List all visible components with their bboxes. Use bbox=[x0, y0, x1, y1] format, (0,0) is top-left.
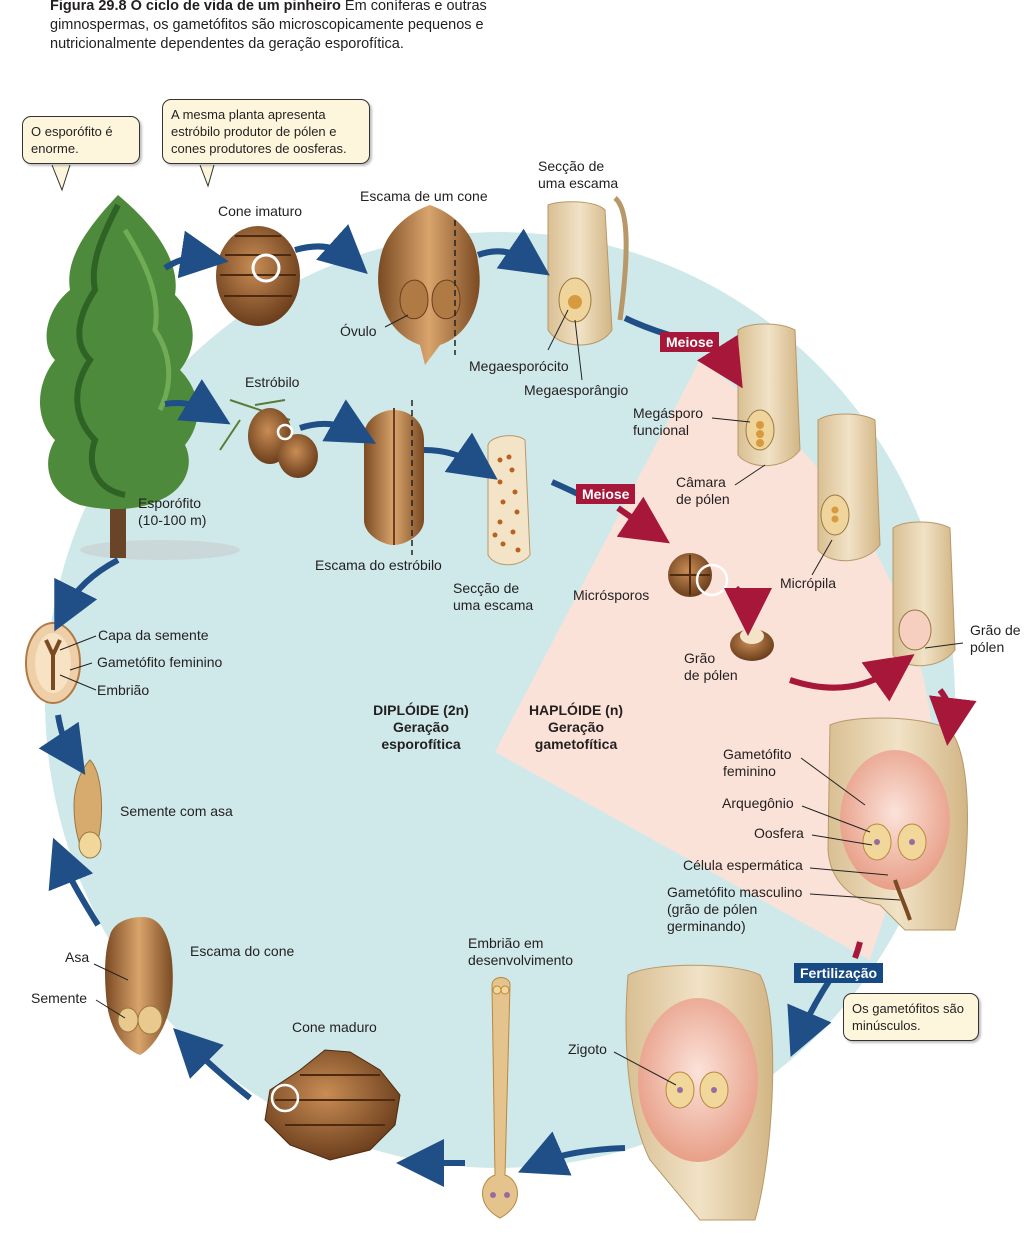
label-functional-megaspore: Megásporo funcional bbox=[633, 405, 703, 439]
figure-caption: Figura 29.8 O ciclo de vida de um pinhei… bbox=[50, 0, 570, 54]
strobilus-scale bbox=[363, 400, 424, 555]
label-archegonium: Arquegônio bbox=[722, 795, 794, 811]
label-sperm-cell: Célula espermática bbox=[683, 857, 803, 873]
label-male-gametophyte: Gametófito masculino (grão de pólen germ… bbox=[667, 884, 802, 935]
label-developing-embryo: Embrião em desenvolvimento bbox=[468, 935, 573, 969]
label-line: Secção de bbox=[453, 580, 520, 596]
label-scale-section-bottom: Secção de uma escama bbox=[453, 580, 533, 614]
label-line: feminino bbox=[723, 763, 776, 779]
phase-line: Geração bbox=[392, 719, 450, 735]
bubble-line: cones produtores de oosferas. bbox=[171, 141, 347, 156]
label-line: germinando) bbox=[667, 918, 746, 934]
label-megasporangium: Megaesporângio bbox=[524, 382, 629, 398]
bubble-strobilus: A mesma planta apresenta estróbilo produ… bbox=[162, 99, 370, 164]
label-line: pólen bbox=[970, 639, 1005, 655]
bubble-line: Os gametófitos são bbox=[852, 1001, 964, 1016]
label-mature-cone: Cone maduro bbox=[292, 1019, 377, 1035]
phase-line: HAPLÓIDE (n) bbox=[528, 702, 624, 718]
label-wing: Asa bbox=[65, 949, 90, 965]
cone-scale bbox=[378, 205, 480, 365]
cycle-arrows-red bbox=[616, 334, 977, 960]
phase-line: esporofítica bbox=[381, 736, 461, 752]
tag-meiosis-1: Meiose bbox=[660, 332, 720, 352]
label-pollen-grain-right: Grão de pólen bbox=[970, 622, 1021, 656]
tag-fertilization: Fertilização bbox=[794, 963, 884, 983]
ovule-functional-megaspore bbox=[737, 323, 801, 467]
ovule-micropyle bbox=[817, 413, 881, 562]
phase-line: gametofítica bbox=[534, 736, 618, 752]
label-strobilus: Estróbilo bbox=[245, 374, 300, 390]
label-sporophyte: Esporófito (10-100 m) bbox=[138, 495, 206, 529]
cone-scale-with-seeds bbox=[105, 916, 173, 1055]
label-line: Esporófito bbox=[138, 495, 202, 511]
label-cone-scale: Escama de um cone bbox=[360, 188, 488, 204]
label-line: Câmara bbox=[676, 474, 726, 490]
label-megasporocyte: Megaesporócito bbox=[469, 358, 569, 374]
caption-text: Em coníferas e outras gimnospermas, os g… bbox=[50, 0, 487, 52]
phase-line: Geração bbox=[547, 719, 605, 735]
label-line: Gametófito masculino bbox=[667, 884, 803, 900]
label-line: Embrião em bbox=[468, 935, 544, 951]
bubble-line: enorme. bbox=[31, 141, 79, 156]
ovule-archegonia bbox=[827, 717, 968, 931]
scale-section-top bbox=[547, 196, 629, 346]
ovule-zygote bbox=[625, 964, 774, 1221]
label-ovule: Óvulo bbox=[340, 323, 377, 339]
caption-figure-title: Figura 29.8 O ciclo de vida de um pinhei… bbox=[50, 0, 341, 14]
bubble-line: O esporófito é bbox=[31, 124, 113, 139]
tag-meiosis-2: Meiose bbox=[576, 484, 636, 504]
label-line: Gametófito bbox=[723, 746, 792, 762]
label-strobilus-scale: Escama do estróbilo bbox=[315, 557, 442, 573]
label-line: funcional bbox=[633, 422, 690, 438]
bubble-line: estróbilo produtor de pólen e bbox=[171, 124, 337, 139]
mature-cone bbox=[264, 1049, 401, 1161]
bubble-gametophytes: Os gametófitos são minúsculos. bbox=[843, 993, 979, 1041]
label-line: Grão bbox=[684, 650, 716, 666]
label-line: (grão de pólen bbox=[667, 901, 758, 917]
label-seed: Semente bbox=[31, 990, 88, 1006]
phase-haploid: HAPLÓIDE (n) Geração gametofítica bbox=[518, 702, 634, 753]
pine-tree-sporophyte bbox=[40, 195, 240, 560]
ovule-pollen-grain bbox=[892, 521, 956, 667]
label-seed-coat: Capa da semente bbox=[98, 627, 209, 643]
microspores bbox=[668, 553, 729, 597]
label-line: uma escama bbox=[538, 175, 619, 191]
scale-section-bottom bbox=[487, 435, 531, 566]
leader-lines bbox=[59, 309, 964, 1086]
label-scale-section-top: Secção de uma escama bbox=[538, 158, 618, 192]
bubble-line: A mesma planta apresenta bbox=[171, 107, 326, 122]
phase-line: DIPLÓIDE (2n) bbox=[373, 702, 469, 718]
developing-embryo bbox=[482, 977, 518, 1219]
bubble-line: minúsculos. bbox=[852, 1018, 921, 1033]
label-micropyle: Micrópila bbox=[780, 575, 837, 591]
label-embryo: Embrião bbox=[97, 682, 150, 698]
immature-cone bbox=[216, 226, 300, 326]
label-line: Secção de bbox=[538, 158, 605, 174]
phase-diploid: DIPLÓIDE (2n) Geração esporofítica bbox=[360, 702, 482, 753]
label-female-gametophyte: Gametófito feminino bbox=[723, 746, 791, 780]
label-egg: Oosfera bbox=[754, 825, 804, 841]
label-line: (10-100 m) bbox=[138, 512, 207, 528]
label-line: Megásporo bbox=[633, 405, 704, 421]
label-pollen-grain-center: Grão de pólen bbox=[684, 650, 738, 684]
label-line: uma escama bbox=[453, 597, 534, 613]
label-winged-seed: Semente com asa bbox=[120, 803, 233, 819]
label-cone-scale-bottom: Escama do cone bbox=[190, 943, 295, 959]
seed bbox=[25, 622, 81, 704]
label-line: desenvolvimento bbox=[468, 952, 574, 968]
bubble-sporophyte: O esporófito é enorme. bbox=[22, 116, 140, 164]
bubble-tails bbox=[51, 164, 215, 192]
label-line: de pólen bbox=[684, 667, 738, 683]
label-pollen-chamber: Câmara de pólen bbox=[676, 474, 730, 508]
label-line: de pólen bbox=[676, 491, 730, 507]
label-microspores: Micrósporos bbox=[573, 587, 650, 603]
label-line: Grão de bbox=[970, 622, 1021, 638]
label-zygote: Zigoto bbox=[568, 1041, 607, 1057]
pollen-strobilus bbox=[219, 399, 318, 478]
label-female-gametophyte-seed: Gametófito feminino bbox=[97, 654, 223, 670]
label-immature-cone: Cone imaturo bbox=[218, 203, 303, 219]
